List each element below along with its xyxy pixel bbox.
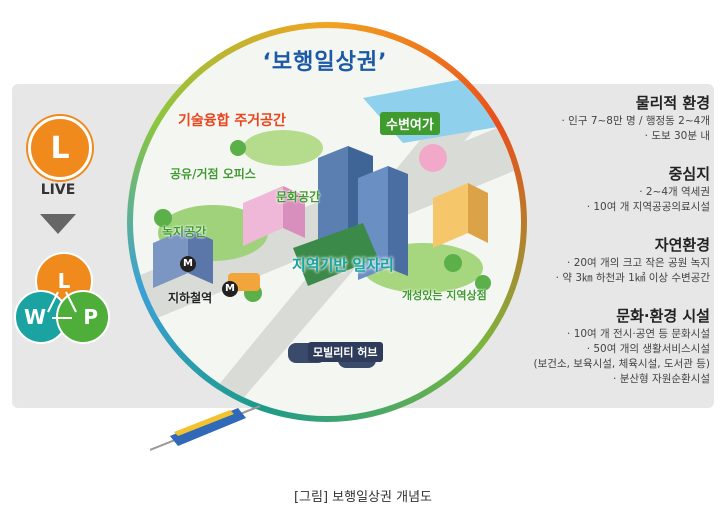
- concept-title: ‘보행일상권’: [262, 50, 388, 75]
- panel-line: · 20여 개의 크고 작은 공원 녹지: [567, 257, 710, 269]
- lwp-venn-icon: L W P: [14, 252, 110, 352]
- panel-line: · 약 3㎞ 하천과 1㎢ 이상 수변공간: [555, 272, 710, 284]
- panel-line: · 2~4개 역세권: [639, 186, 710, 198]
- panel-title-culture: 문화·환경 시설: [616, 307, 710, 325]
- panel-title-center: 중심지: [668, 165, 710, 183]
- label-mobility-hub: 모빌리티 허브: [308, 342, 383, 362]
- metro-station-icon: M: [180, 256, 196, 272]
- tram-icon: [150, 405, 260, 451]
- venn-arrows-icon: [47, 291, 77, 319]
- panel-line: · 분산형 자원순환시설: [613, 373, 710, 385]
- label-green-space: 녹지공간: [162, 225, 207, 239]
- label-waterfront: 수변여가: [380, 112, 440, 135]
- panel-title-nature: 자연환경: [654, 236, 710, 254]
- panel-line: (보건소, 보육시설, 체육시설, 도서관 등): [533, 358, 710, 370]
- panel-title-physical: 물리적 환경: [635, 94, 710, 112]
- label-local-jobs: 지역기반 일자리: [292, 256, 394, 274]
- metro-station-icon: M: [222, 281, 238, 297]
- panel-line: · 50여 개의 생활서비스시설: [586, 343, 710, 355]
- panel-line: · 10여 개 전시·공연 등 문화시설: [567, 328, 710, 340]
- tower-buildings: [153, 146, 488, 288]
- label-culture-space: 문화공간: [276, 190, 321, 204]
- live-label: LIVE: [40, 182, 76, 198]
- live-circle-icon: L: [28, 116, 92, 180]
- panel-line: · 10여 개 지역공공의료시설: [586, 201, 710, 213]
- label-shared-office: 공유/거점 오피스: [170, 167, 256, 181]
- down-arrow-icon: [40, 214, 76, 234]
- panel-line: · 인구 7~8만 명 / 행정동 2~4개: [561, 115, 711, 127]
- label-subway-station: 지하철역: [168, 291, 213, 305]
- panel-line: · 도보 30분 내: [644, 130, 710, 142]
- label-distinct-shops: 개성있는 지역상점: [402, 289, 487, 302]
- figure-caption: [그림] 보행일상권 개념도: [293, 490, 432, 505]
- label-tech-residential: 기술융합 주거공간: [178, 113, 286, 129]
